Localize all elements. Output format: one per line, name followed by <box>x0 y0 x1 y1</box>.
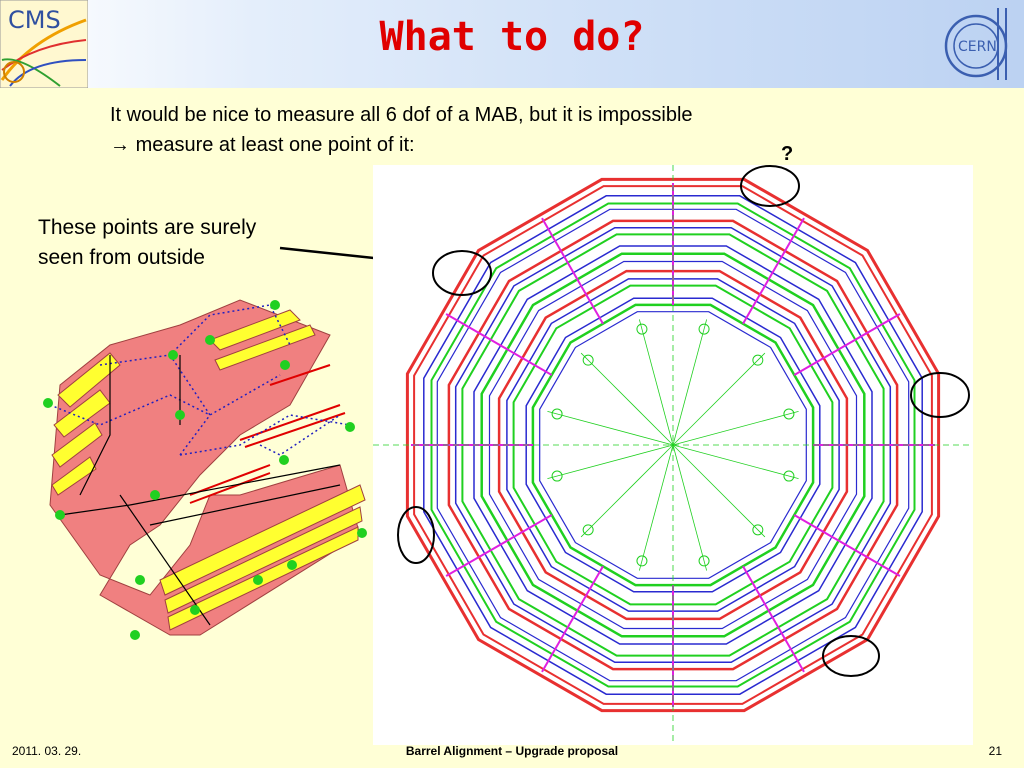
intro-line-2-text: measure at least one point of it: <box>135 134 415 156</box>
ring-outline <box>531 303 815 587</box>
question-mark: ? <box>781 143 794 165</box>
svg-text:CMS: CMS <box>8 6 61 34</box>
ring-outline <box>539 311 807 579</box>
ring-outline <box>525 297 821 593</box>
mab-connector <box>445 313 553 376</box>
sector-marker <box>551 408 563 420</box>
mab-connector <box>445 514 553 577</box>
mab-connector <box>793 313 901 376</box>
inner-spoke <box>580 444 674 538</box>
mab-connector <box>742 217 805 325</box>
inner-spoke <box>547 410 674 446</box>
inner-spoke <box>638 319 674 446</box>
sector-marker <box>752 354 764 366</box>
mab-connector <box>793 514 901 577</box>
sector-marker <box>783 408 795 420</box>
ring-outline <box>447 219 899 671</box>
inner-spoke <box>547 444 674 480</box>
cms-logo: CMS <box>0 0 88 88</box>
left-note-line-1: These points are surely <box>38 216 257 239</box>
mab-connector <box>742 565 805 673</box>
sector-marker <box>783 470 795 482</box>
inner-spoke <box>638 444 674 571</box>
mab-connector <box>541 217 604 325</box>
ring-outline <box>461 233 885 657</box>
arrow-icon: → <box>110 134 130 156</box>
ring-outline <box>512 284 834 606</box>
sector-marker <box>551 470 563 482</box>
cern-logo: CERN <box>938 4 1018 84</box>
ring-outline <box>413 185 933 705</box>
intro-line-1: It would be nice to measure all 6 dof of… <box>110 104 693 126</box>
inner-spoke <box>672 444 799 480</box>
footer-date: 2011. 03. 29. <box>12 744 82 758</box>
sector-marker <box>636 323 648 335</box>
ring-outline <box>506 278 840 612</box>
ring-outline <box>436 208 910 682</box>
ring-outline <box>405 177 941 713</box>
ring-outline <box>480 252 866 638</box>
slide-title: What to do? <box>379 14 645 60</box>
inner-spoke <box>672 352 766 446</box>
ring-outline <box>454 226 892 664</box>
inner-spoke <box>580 352 674 446</box>
ring-outline <box>430 202 916 688</box>
ring-outline <box>473 245 873 645</box>
ring-outline <box>423 195 923 695</box>
intro-line-2: → measure at least one point of it: <box>110 130 693 160</box>
ring-outline <box>488 260 858 630</box>
muon-barrel-wheel-drawing <box>373 165 973 745</box>
footer-title: Barrel Alignment – Upgrade proposal <box>405 744 619 758</box>
sector-marker <box>636 555 648 567</box>
page-number: 21 <box>988 744 1002 758</box>
sector-marker <box>752 524 764 536</box>
left-note: These points are surely seen from outsid… <box>38 213 328 273</box>
sector-marker <box>582 524 594 536</box>
svg-text:CERN: CERN <box>958 39 997 55</box>
inner-spoke <box>672 410 799 446</box>
sector-marker <box>582 354 594 366</box>
left-note-line-2: seen from outside <box>38 246 205 269</box>
inner-spoke <box>672 444 708 571</box>
inner-spoke <box>672 444 766 538</box>
inner-spoke <box>672 319 708 446</box>
barrel-3d-drawing <box>43 299 367 640</box>
sector-marker <box>698 555 710 567</box>
slide-footer: 2011. 03. 29. Barrel Alignment – Upgrade… <box>0 736 1024 768</box>
ring-outline <box>497 269 849 621</box>
intro-text: It would be nice to measure all 6 dof of… <box>110 100 693 160</box>
mab-connector <box>541 565 604 673</box>
slide-header: CMS What to do? CERN <box>0 0 1024 88</box>
sector-marker <box>698 323 710 335</box>
